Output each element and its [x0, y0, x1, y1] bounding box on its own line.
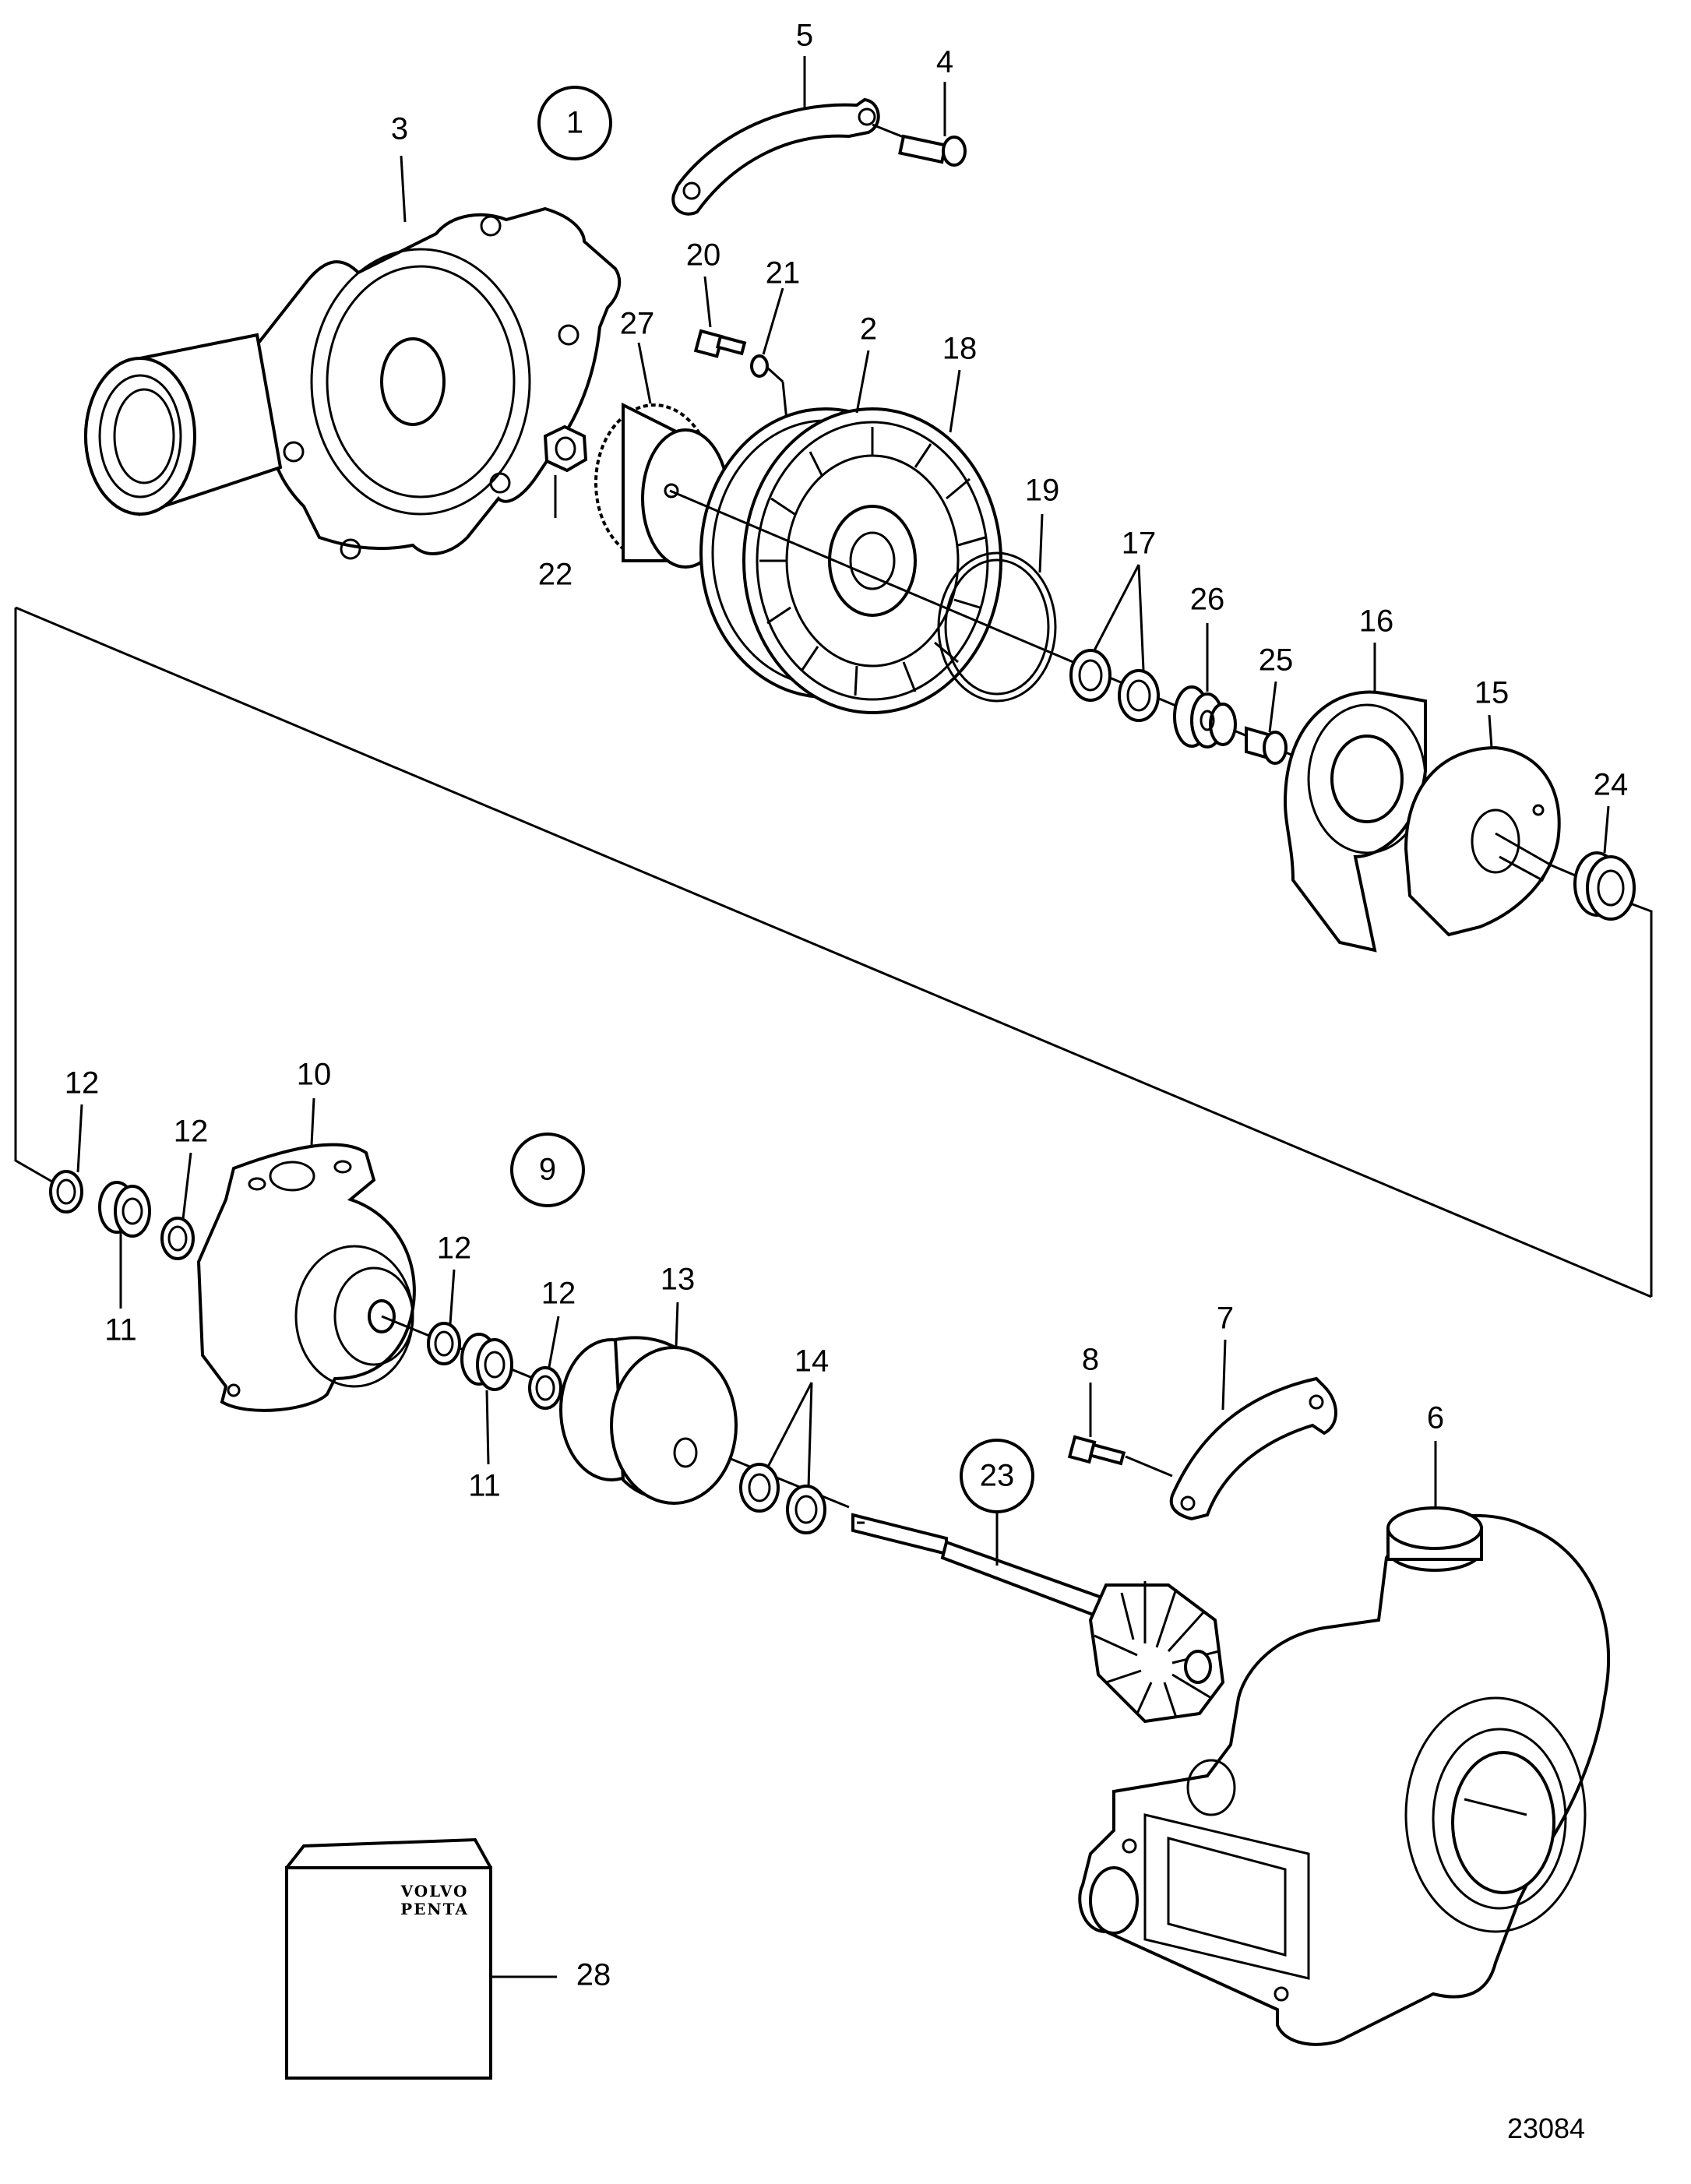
part-24-bushing	[1573, 851, 1636, 921]
callout-20: 20	[686, 238, 721, 273]
callout-12: 12	[174, 1115, 209, 1149]
svg-text:1: 1	[566, 106, 583, 140]
part-6-turbine-housing	[1078, 1506, 1611, 2046]
callout-22: 22	[538, 558, 573, 592]
part-26-seal	[1173, 685, 1237, 749]
part-20-screw	[693, 329, 747, 358]
callout-15: 15	[1474, 676, 1510, 710]
callout-4: 4	[936, 45, 953, 79]
part-16-plate	[1283, 690, 1427, 953]
part-25-sleeve	[1245, 726, 1288, 765]
callout-18: 18	[942, 332, 978, 366]
svg-text:23: 23	[980, 1459, 1015, 1493]
part-23-shaft-turbine	[851, 1513, 1225, 1724]
svg-text:VOLVO: VOLVO	[400, 1882, 469, 1900]
part-19-o-ring	[937, 551, 1057, 703]
callout-17: 17	[1122, 527, 1157, 561]
part-14-washers	[739, 1463, 826, 1534]
callout-5: 5	[796, 19, 813, 53]
callout-14: 14	[794, 1344, 830, 1379]
part-15-cam-plate	[1404, 745, 1561, 937]
drawing-number: 23084	[1507, 2112, 1585, 2144]
svg-text:PENTA: PENTA	[400, 1900, 469, 1918]
part-3-cover-housing	[84, 206, 622, 560]
part-28-envelope: VOLVO PENTA	[285, 1837, 557, 2080]
part-22-nut	[543, 424, 588, 473]
callout-12: 12	[541, 1277, 576, 1311]
right-bearing-set	[427, 1322, 562, 1410]
callout-19: 19	[1025, 474, 1060, 508]
callout-21: 21	[766, 256, 801, 291]
callout-7: 7	[1217, 1302, 1234, 1336]
callout-27: 27	[620, 307, 655, 341]
part-10-bearing-housing	[196, 1143, 416, 1412]
part-8-bolt	[1067, 1435, 1173, 1478]
group-9-marker: 9	[510, 1133, 585, 1207]
part-7-bracket	[1169, 1376, 1337, 1521]
callout-24: 24	[1594, 768, 1629, 802]
callout-12: 12	[65, 1066, 100, 1101]
part-17-washers	[1069, 649, 1160, 722]
group-23-marker: 23	[960, 1439, 1034, 1513]
callout-6: 6	[1427, 1401, 1444, 1435]
part-4-bolt	[872, 123, 967, 167]
callout-13: 13	[661, 1263, 696, 1297]
callout-26: 26	[1190, 583, 1225, 617]
callout-10: 10	[297, 1058, 332, 1092]
part-5-bracket	[671, 97, 880, 216]
callout-8: 8	[1082, 1343, 1099, 1377]
left-bearing-set	[49, 1170, 195, 1260]
callout-25: 25	[1259, 643, 1294, 678]
callout-2: 2	[860, 312, 877, 347]
group-1-marker: 1	[537, 86, 612, 160]
part-2-18-impeller-plate	[699, 407, 1002, 714]
callout-28: 28	[576, 1958, 611, 1992]
callout-12: 12	[437, 1231, 472, 1266]
callout-3: 3	[391, 112, 408, 146]
callout-labels: 5 4 3 20 21 27 2 18 19 17 26 25 16 15 24…	[65, 19, 1629, 1992]
part-13-drum	[559, 1336, 738, 1505]
svg-text:9: 9	[539, 1153, 556, 1187]
leader-lines	[76, 56, 1610, 1566]
callout-11: 11	[468, 1469, 501, 1503]
callout-16: 16	[1359, 604, 1394, 639]
callout-11: 11	[104, 1313, 137, 1347]
